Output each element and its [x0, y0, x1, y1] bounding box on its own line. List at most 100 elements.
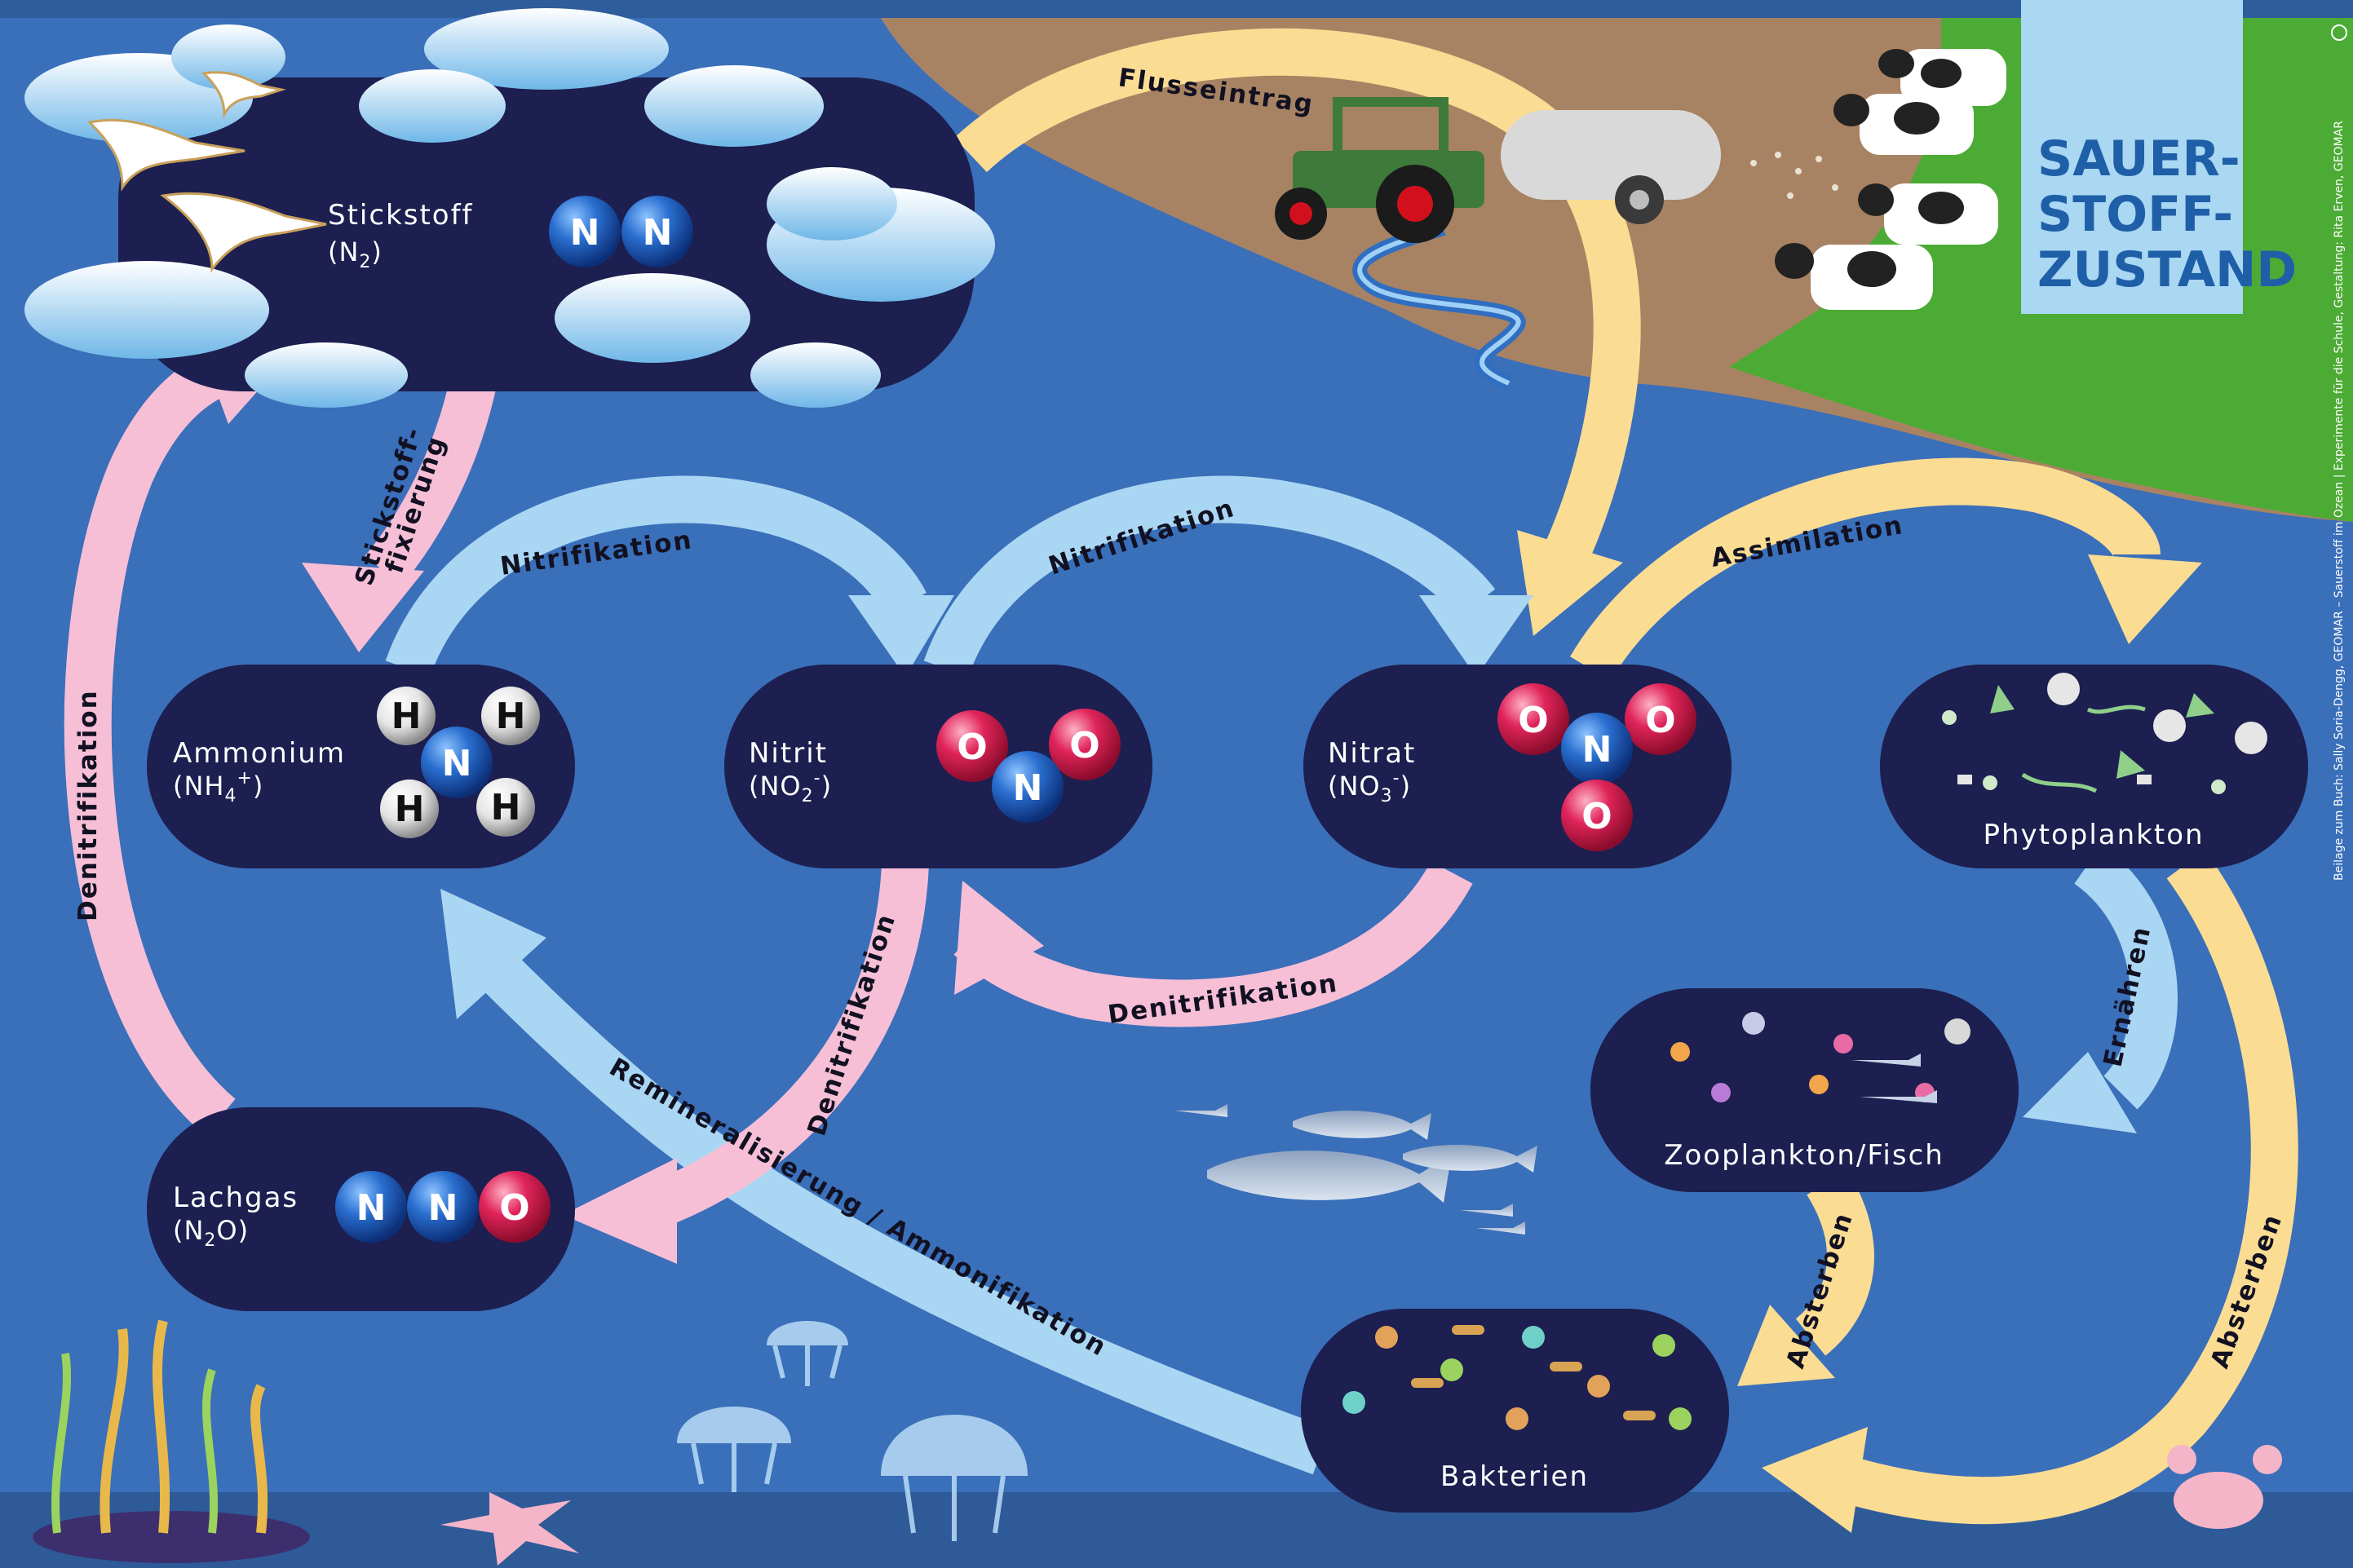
atom-label: O — [1581, 796, 1612, 837]
phytoplankton-illustration — [1942, 673, 2267, 794]
cloud-icon — [24, 261, 269, 359]
jellyfish-icon — [881, 1415, 1028, 1476]
algae-icon — [1990, 685, 2015, 713]
flusseintrag-arrow-body — [954, 28, 1641, 564]
absterben-right-arrow-body — [1828, 850, 2298, 1525]
tank-body — [1501, 110, 1721, 200]
tractor-cab — [1333, 97, 1449, 160]
zooplankton-icon — [1711, 1083, 1731, 1102]
atom-label: H — [395, 788, 425, 830]
crab-claw — [2167, 1445, 2196, 1474]
atom-label: N — [442, 743, 472, 784]
atom-label: N — [428, 1187, 458, 1229]
absterben-zoo-arrow-head — [1737, 1305, 1835, 1386]
oxygen-atom-icon — [1049, 709, 1121, 780]
algae-chain-icon — [2021, 772, 2098, 793]
hydrogen-atom-icon — [377, 687, 436, 745]
lachgas-label: Lachgas — [173, 1182, 299, 1214]
oxygen-atom-icon — [479, 1171, 551, 1243]
cow-icon — [1878, 49, 2006, 106]
spray-icon — [1750, 152, 1838, 199]
credit-text: Beilage zum Buch: Sally Soria-Dengg, GEO… — [2333, 121, 2346, 881]
atom-label: N — [570, 212, 600, 254]
fish-icon — [1207, 1151, 1452, 1203]
atom-label: O — [499, 1187, 529, 1229]
crab-icon — [2167, 1445, 2282, 1529]
seagull-icon — [160, 192, 327, 273]
title-line-2: STOFF- — [2037, 186, 2233, 243]
spray-drop — [1816, 156, 1822, 162]
cow-icon — [1858, 183, 1998, 245]
bacterium-icon — [1669, 1407, 1692, 1430]
title-line-3: ZUSTAND — [2037, 241, 2297, 298]
fish-icon — [1460, 1204, 1513, 1217]
seaweed-icon — [250, 1384, 268, 1534]
cow-spot — [1894, 102, 1939, 135]
nitrogen-atom-icon — [992, 751, 1064, 823]
ernaehren-arrow-head — [2023, 1052, 2137, 1133]
diatom-icon — [2047, 673, 2080, 705]
label-denitrifikation-left: Denitrifikation — [73, 689, 103, 921]
nitrogen-atom-icon — [407, 1171, 479, 1243]
diatom-icon — [2137, 775, 2152, 784]
bacterium-icon — [1440, 1358, 1463, 1381]
seaweed-group — [33, 1319, 310, 1563]
cow-spot — [1921, 59, 1962, 88]
cloud-icon — [767, 167, 897, 241]
spray-drop — [1787, 192, 1793, 199]
bacterium-icon — [1452, 1325, 1484, 1335]
cows-group — [1775, 49, 2006, 310]
cloud-icon — [555, 273, 750, 363]
denitrifikation-mid-arrow-head — [563, 1158, 677, 1264]
nitrat-formula: (NO3-) — [1328, 768, 1411, 806]
jellyfish-tentacles — [691, 1345, 1006, 1541]
pill-ammonium — [147, 665, 575, 868]
nitrifikation-1-arrow-body — [385, 475, 927, 678]
atom-label: N — [1582, 729, 1612, 771]
zooplankton-illustration — [1670, 1012, 1970, 1103]
assimilation-arrow-body — [1570, 457, 2161, 682]
oxygen-atom-icon — [1561, 780, 1633, 851]
title-box — [2021, 0, 2243, 314]
stickstoff-label: Stickstoff — [328, 199, 474, 232]
bacterium-icon — [1587, 1375, 1610, 1398]
cow-head — [1878, 49, 1914, 78]
zooplankton-icon — [1670, 1042, 1690, 1062]
oxygen-atom-icon — [1625, 683, 1696, 755]
cloud-icon — [644, 65, 824, 147]
cow-icon — [1833, 94, 1974, 155]
nitrit-formula: (NO2-) — [749, 768, 832, 806]
pill-phytoplankton — [1880, 665, 2308, 868]
diatom-icon — [1942, 710, 1957, 725]
cloud-icon — [171, 24, 285, 90]
zooplankton-icon — [1809, 1075, 1829, 1094]
algae-chain-icon — [2086, 704, 2146, 714]
nitrit-label: Nitrit — [749, 737, 828, 770]
diatom-icon — [2211, 780, 2226, 794]
ammonium-label: Ammonium — [173, 737, 346, 770]
cloud-icon — [359, 69, 506, 143]
diatom-icon — [1957, 775, 1972, 784]
bacterium-icon — [1522, 1326, 1545, 1349]
diatom-icon — [1983, 775, 1997, 790]
top-strip — [0, 0, 2353, 18]
ernaehren-arrow-body — [2073, 845, 2178, 1110]
pill-zooplankton — [1590, 988, 2019, 1192]
atom-label: H — [496, 696, 526, 737]
jellyfish-icon — [767, 1321, 848, 1345]
seagull-icon — [201, 71, 286, 119]
spray-drop — [1750, 160, 1757, 166]
flusseintrag-arrow-head — [1517, 530, 1623, 636]
nitrifikation-2-arrow-body — [923, 475, 1496, 678]
small-fish-icon — [1851, 1053, 1921, 1067]
cow-head — [1775, 243, 1814, 279]
zooplankton-label: Zooplankton/Fisch — [1664, 1139, 1944, 1172]
atom-label: O — [1645, 700, 1675, 741]
copyright-icon — [2331, 24, 2347, 41]
jellyfish-group — [677, 1321, 1028, 1541]
stickstofffixierung-arrow-head — [302, 563, 424, 652]
manure-tank-icon — [1501, 110, 1838, 224]
assimilation-arrow-head — [2088, 554, 2202, 644]
cow-head — [1858, 183, 1894, 216]
